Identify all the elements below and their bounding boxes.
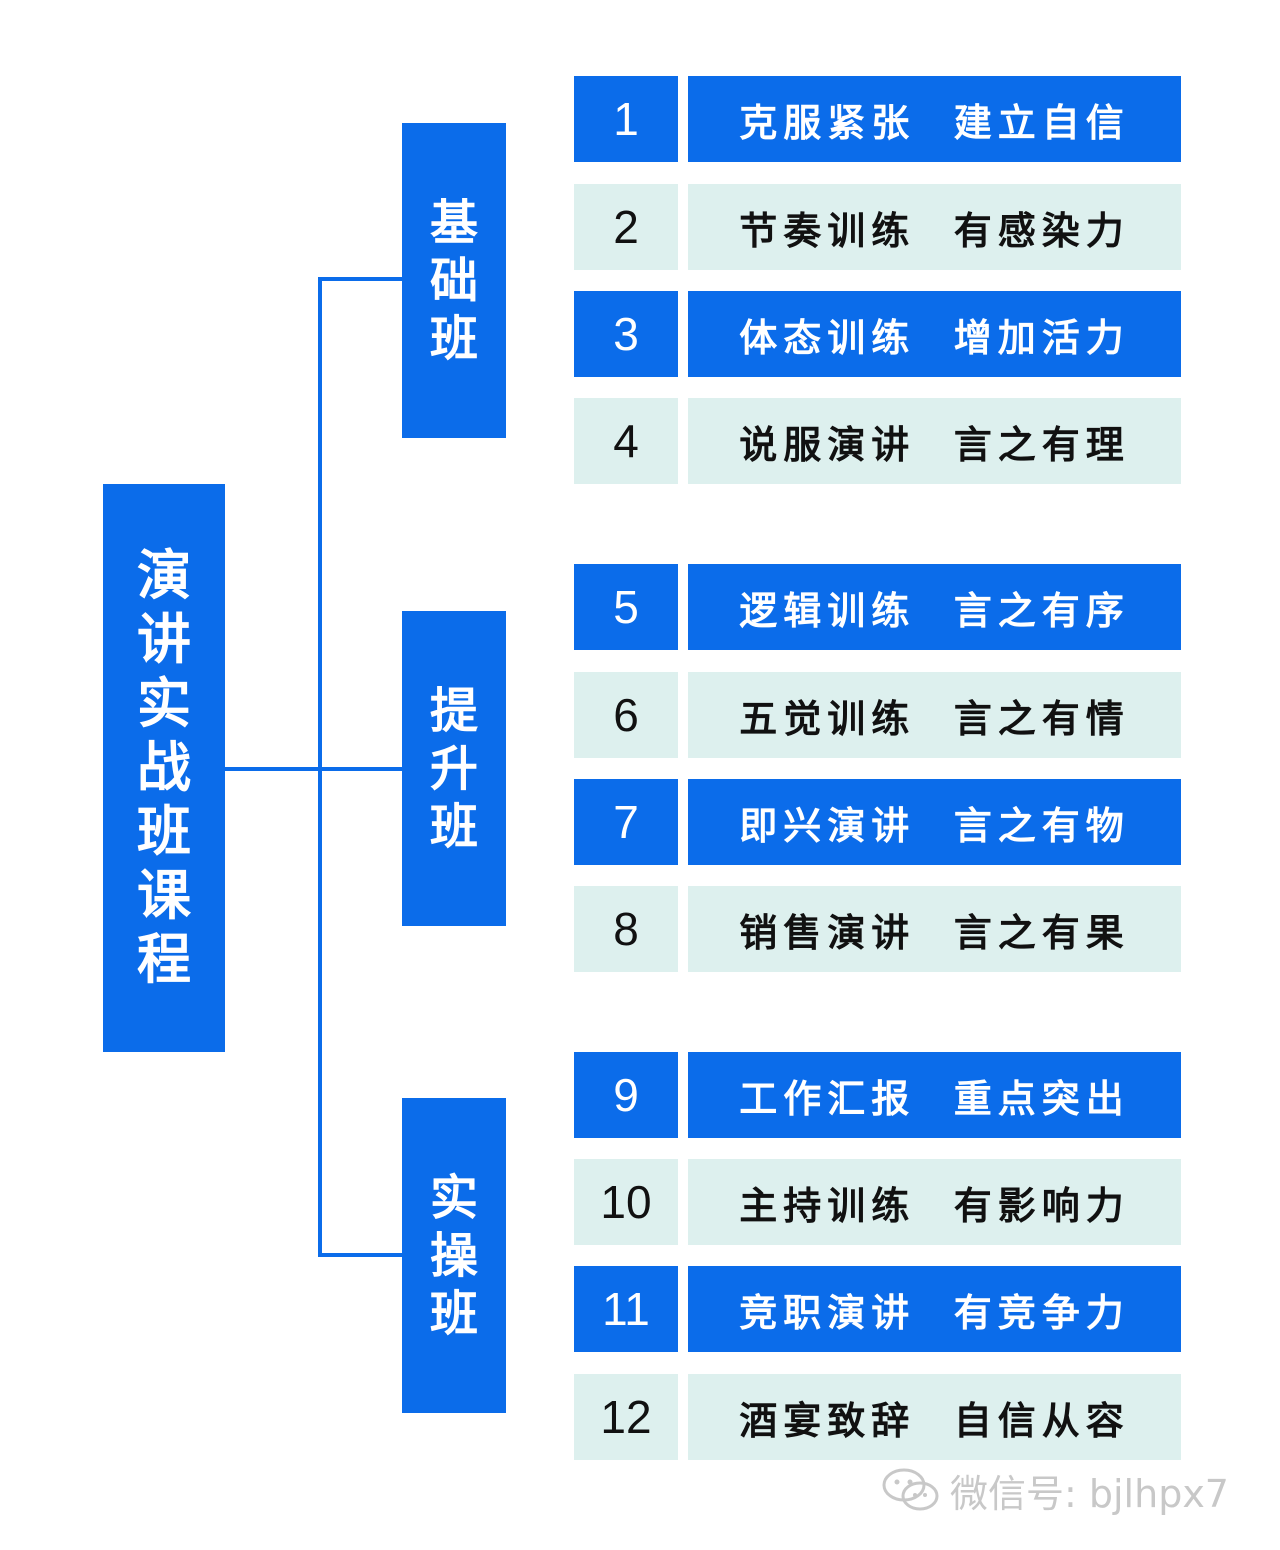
course-number: 12	[574, 1374, 678, 1460]
course-label: 节奏训练 有感染力	[688, 184, 1181, 270]
course-row: 10 主持训练 有影响力	[574, 1159, 1181, 1245]
course-row: 1 克服紧张 建立自信	[574, 76, 1181, 162]
connector-root	[225, 767, 402, 771]
course-row: 9 工作汇报 重点突出	[574, 1052, 1181, 1138]
course-label: 主持训练 有影响力	[688, 1159, 1181, 1245]
course-number: 10	[574, 1159, 678, 1245]
group-char: 础	[429, 252, 478, 309]
course-row: 8 销售演讲 言之有果	[574, 886, 1181, 972]
course-row: 3 体态训练 增加活力	[574, 291, 1181, 377]
course-number: 3	[574, 291, 678, 377]
group-char: 升	[429, 740, 478, 797]
root-title-char: 班	[137, 800, 191, 863]
course-label: 克服紧张 建立自信	[688, 76, 1181, 162]
course-label: 工作汇报 重点突出	[688, 1052, 1181, 1138]
course-label: 五觉训练 言之有情	[688, 672, 1181, 758]
course-number: 7	[574, 779, 678, 865]
course-row: 7 即兴演讲 言之有物	[574, 779, 1181, 865]
root-title-char: 战	[137, 736, 191, 799]
course-row: 5 逻辑训练 言之有序	[574, 564, 1181, 650]
root-title-char: 讲	[137, 608, 191, 671]
watermark-text: 微信号: bjlhpx7	[950, 1471, 1229, 1516]
group-char: 提	[429, 682, 478, 739]
group-char: 班	[429, 310, 478, 367]
group-node-basic: 基 础 班	[402, 123, 506, 438]
course-number: 1	[574, 76, 678, 162]
course-label: 体态训练 增加活力	[688, 291, 1181, 377]
watermark: 微信号: bjlhpx7	[880, 1460, 1250, 1520]
course-row: 6 五觉训练 言之有情	[574, 672, 1181, 758]
course-number: 9	[574, 1052, 678, 1138]
group-char: 班	[429, 798, 478, 855]
root-title-char: 课	[137, 864, 191, 927]
connector-group-1	[318, 277, 402, 281]
course-number: 4	[574, 398, 678, 484]
course-label: 竞职演讲 有竞争力	[688, 1266, 1181, 1352]
course-number: 11	[574, 1266, 678, 1352]
root-title-char: 实	[137, 672, 191, 735]
group-char: 班	[429, 1285, 478, 1342]
root-title-char: 演	[137, 544, 191, 607]
course-number: 8	[574, 886, 678, 972]
course-label: 销售演讲 言之有果	[688, 886, 1181, 972]
root-node: 演 讲 实 战 班 课 程	[103, 484, 225, 1052]
course-label: 逻辑训练 言之有序	[688, 564, 1181, 650]
course-number: 6	[574, 672, 678, 758]
course-number: 2	[574, 184, 678, 270]
group-char: 基	[429, 194, 478, 251]
course-label: 说服演讲 言之有理	[688, 398, 1181, 484]
connector-trunk	[318, 277, 322, 1257]
course-number: 5	[574, 564, 678, 650]
course-label: 酒宴致辞 自信从容	[688, 1374, 1181, 1460]
wechat-icon	[882, 1468, 939, 1511]
group-node-advanced: 提 升 班	[402, 611, 506, 926]
course-row: 11 竞职演讲 有竞争力	[574, 1266, 1181, 1352]
course-label: 即兴演讲 言之有物	[688, 779, 1181, 865]
course-row: 4 说服演讲 言之有理	[574, 398, 1181, 484]
group-node-practice: 实 操 班	[402, 1098, 506, 1413]
group-char: 实	[429, 1169, 478, 1226]
course-row: 12 酒宴致辞 自信从容	[574, 1374, 1181, 1460]
connector-group-3	[318, 1253, 402, 1257]
course-row: 2 节奏训练 有感染力	[574, 184, 1181, 270]
root-title-char: 程	[137, 928, 191, 991]
group-char: 操	[429, 1227, 478, 1284]
